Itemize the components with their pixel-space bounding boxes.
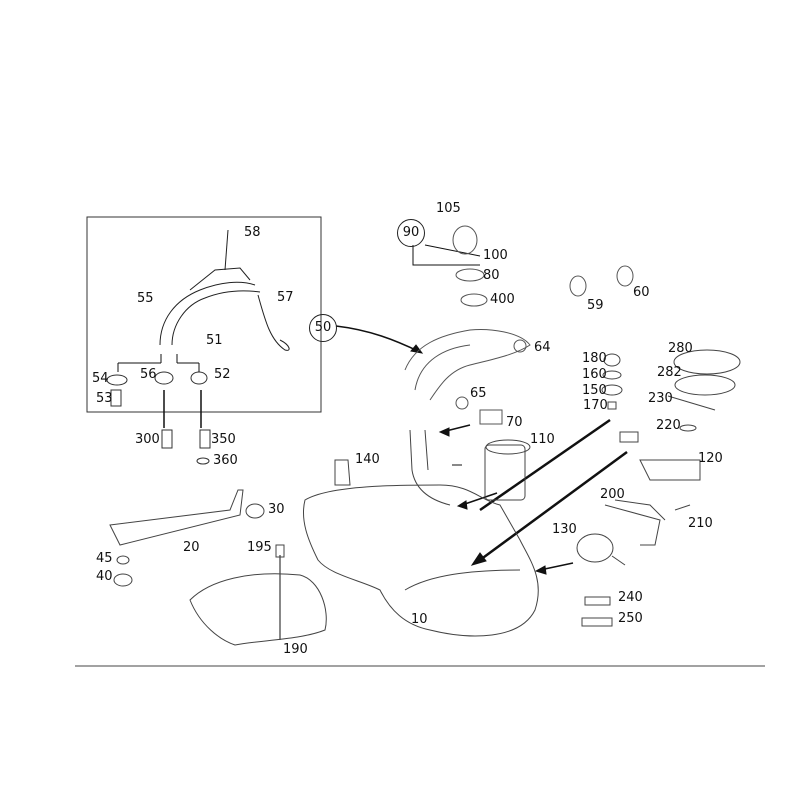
callout-280[interactable]: 280 bbox=[668, 341, 693, 356]
callout-110[interactable]: 110 bbox=[530, 432, 555, 447]
callout-130[interactable]: 130 bbox=[552, 522, 577, 537]
callout-80[interactable]: 80 bbox=[483, 268, 500, 283]
callout-55[interactable]: 55 bbox=[137, 291, 154, 306]
callout-400[interactable]: 400 bbox=[490, 292, 515, 307]
callout-240[interactable]: 240 bbox=[618, 590, 643, 605]
callout-360[interactable]: 360 bbox=[213, 453, 238, 468]
callout-65[interactable]: 65 bbox=[470, 386, 487, 401]
callout-56[interactable]: 56 bbox=[140, 367, 157, 382]
callout-195[interactable]: 195 bbox=[247, 540, 272, 555]
callout-190[interactable]: 190 bbox=[283, 642, 308, 657]
callout-51[interactable]: 51 bbox=[206, 333, 223, 348]
callout-100[interactable]: 100 bbox=[483, 248, 508, 263]
callout-59[interactable]: 59 bbox=[587, 298, 604, 313]
callout-70[interactable]: 70 bbox=[506, 415, 523, 430]
callout-282[interactable]: 282 bbox=[657, 365, 682, 380]
callout-52[interactable]: 52 bbox=[214, 367, 231, 382]
callout-54[interactable]: 54 bbox=[92, 371, 109, 386]
callout-170[interactable]: 170 bbox=[583, 398, 608, 413]
callout-40[interactable]: 40 bbox=[96, 569, 113, 584]
callout-220[interactable]: 220 bbox=[656, 418, 681, 433]
callout-230[interactable]: 230 bbox=[648, 391, 673, 406]
callout-50[interactable]: 50 bbox=[309, 314, 337, 342]
filler-hose-part bbox=[159, 229, 290, 351]
fuel-tank-part bbox=[302, 349, 741, 637]
callout-53[interactable]: 53 bbox=[96, 391, 113, 406]
callout-64[interactable]: 64 bbox=[534, 340, 551, 355]
callout-200[interactable]: 200 bbox=[600, 487, 625, 502]
callout-210[interactable]: 210 bbox=[688, 516, 713, 531]
callout-105[interactable]: 105 bbox=[436, 201, 461, 216]
callout-300[interactable]: 300 bbox=[135, 432, 160, 447]
callout-57[interactable]: 57 bbox=[277, 290, 294, 305]
callout-140[interactable]: 140 bbox=[355, 452, 380, 467]
callout-160[interactable]: 160 bbox=[582, 367, 607, 382]
bracket-parts bbox=[109, 489, 327, 646]
callout-90[interactable]: 90 bbox=[397, 219, 425, 247]
callout-120[interactable]: 120 bbox=[698, 451, 723, 466]
callout-20[interactable]: 20 bbox=[183, 540, 200, 555]
callout-250[interactable]: 250 bbox=[618, 611, 643, 626]
callout-45[interactable]: 45 bbox=[96, 551, 113, 566]
filler-neck-part bbox=[404, 225, 634, 425]
callout-350[interactable]: 350 bbox=[211, 432, 236, 447]
callout-30[interactable]: 30 bbox=[268, 502, 285, 517]
callout-10[interactable]: 10 bbox=[411, 612, 428, 627]
callout-60[interactable]: 60 bbox=[633, 285, 650, 300]
callout-180[interactable]: 180 bbox=[582, 351, 607, 366]
leader-lines bbox=[117, 244, 628, 640]
clamp-parts bbox=[106, 371, 211, 465]
callout-150[interactable]: 150 bbox=[582, 383, 607, 398]
callout-58[interactable]: 58 bbox=[244, 225, 261, 240]
